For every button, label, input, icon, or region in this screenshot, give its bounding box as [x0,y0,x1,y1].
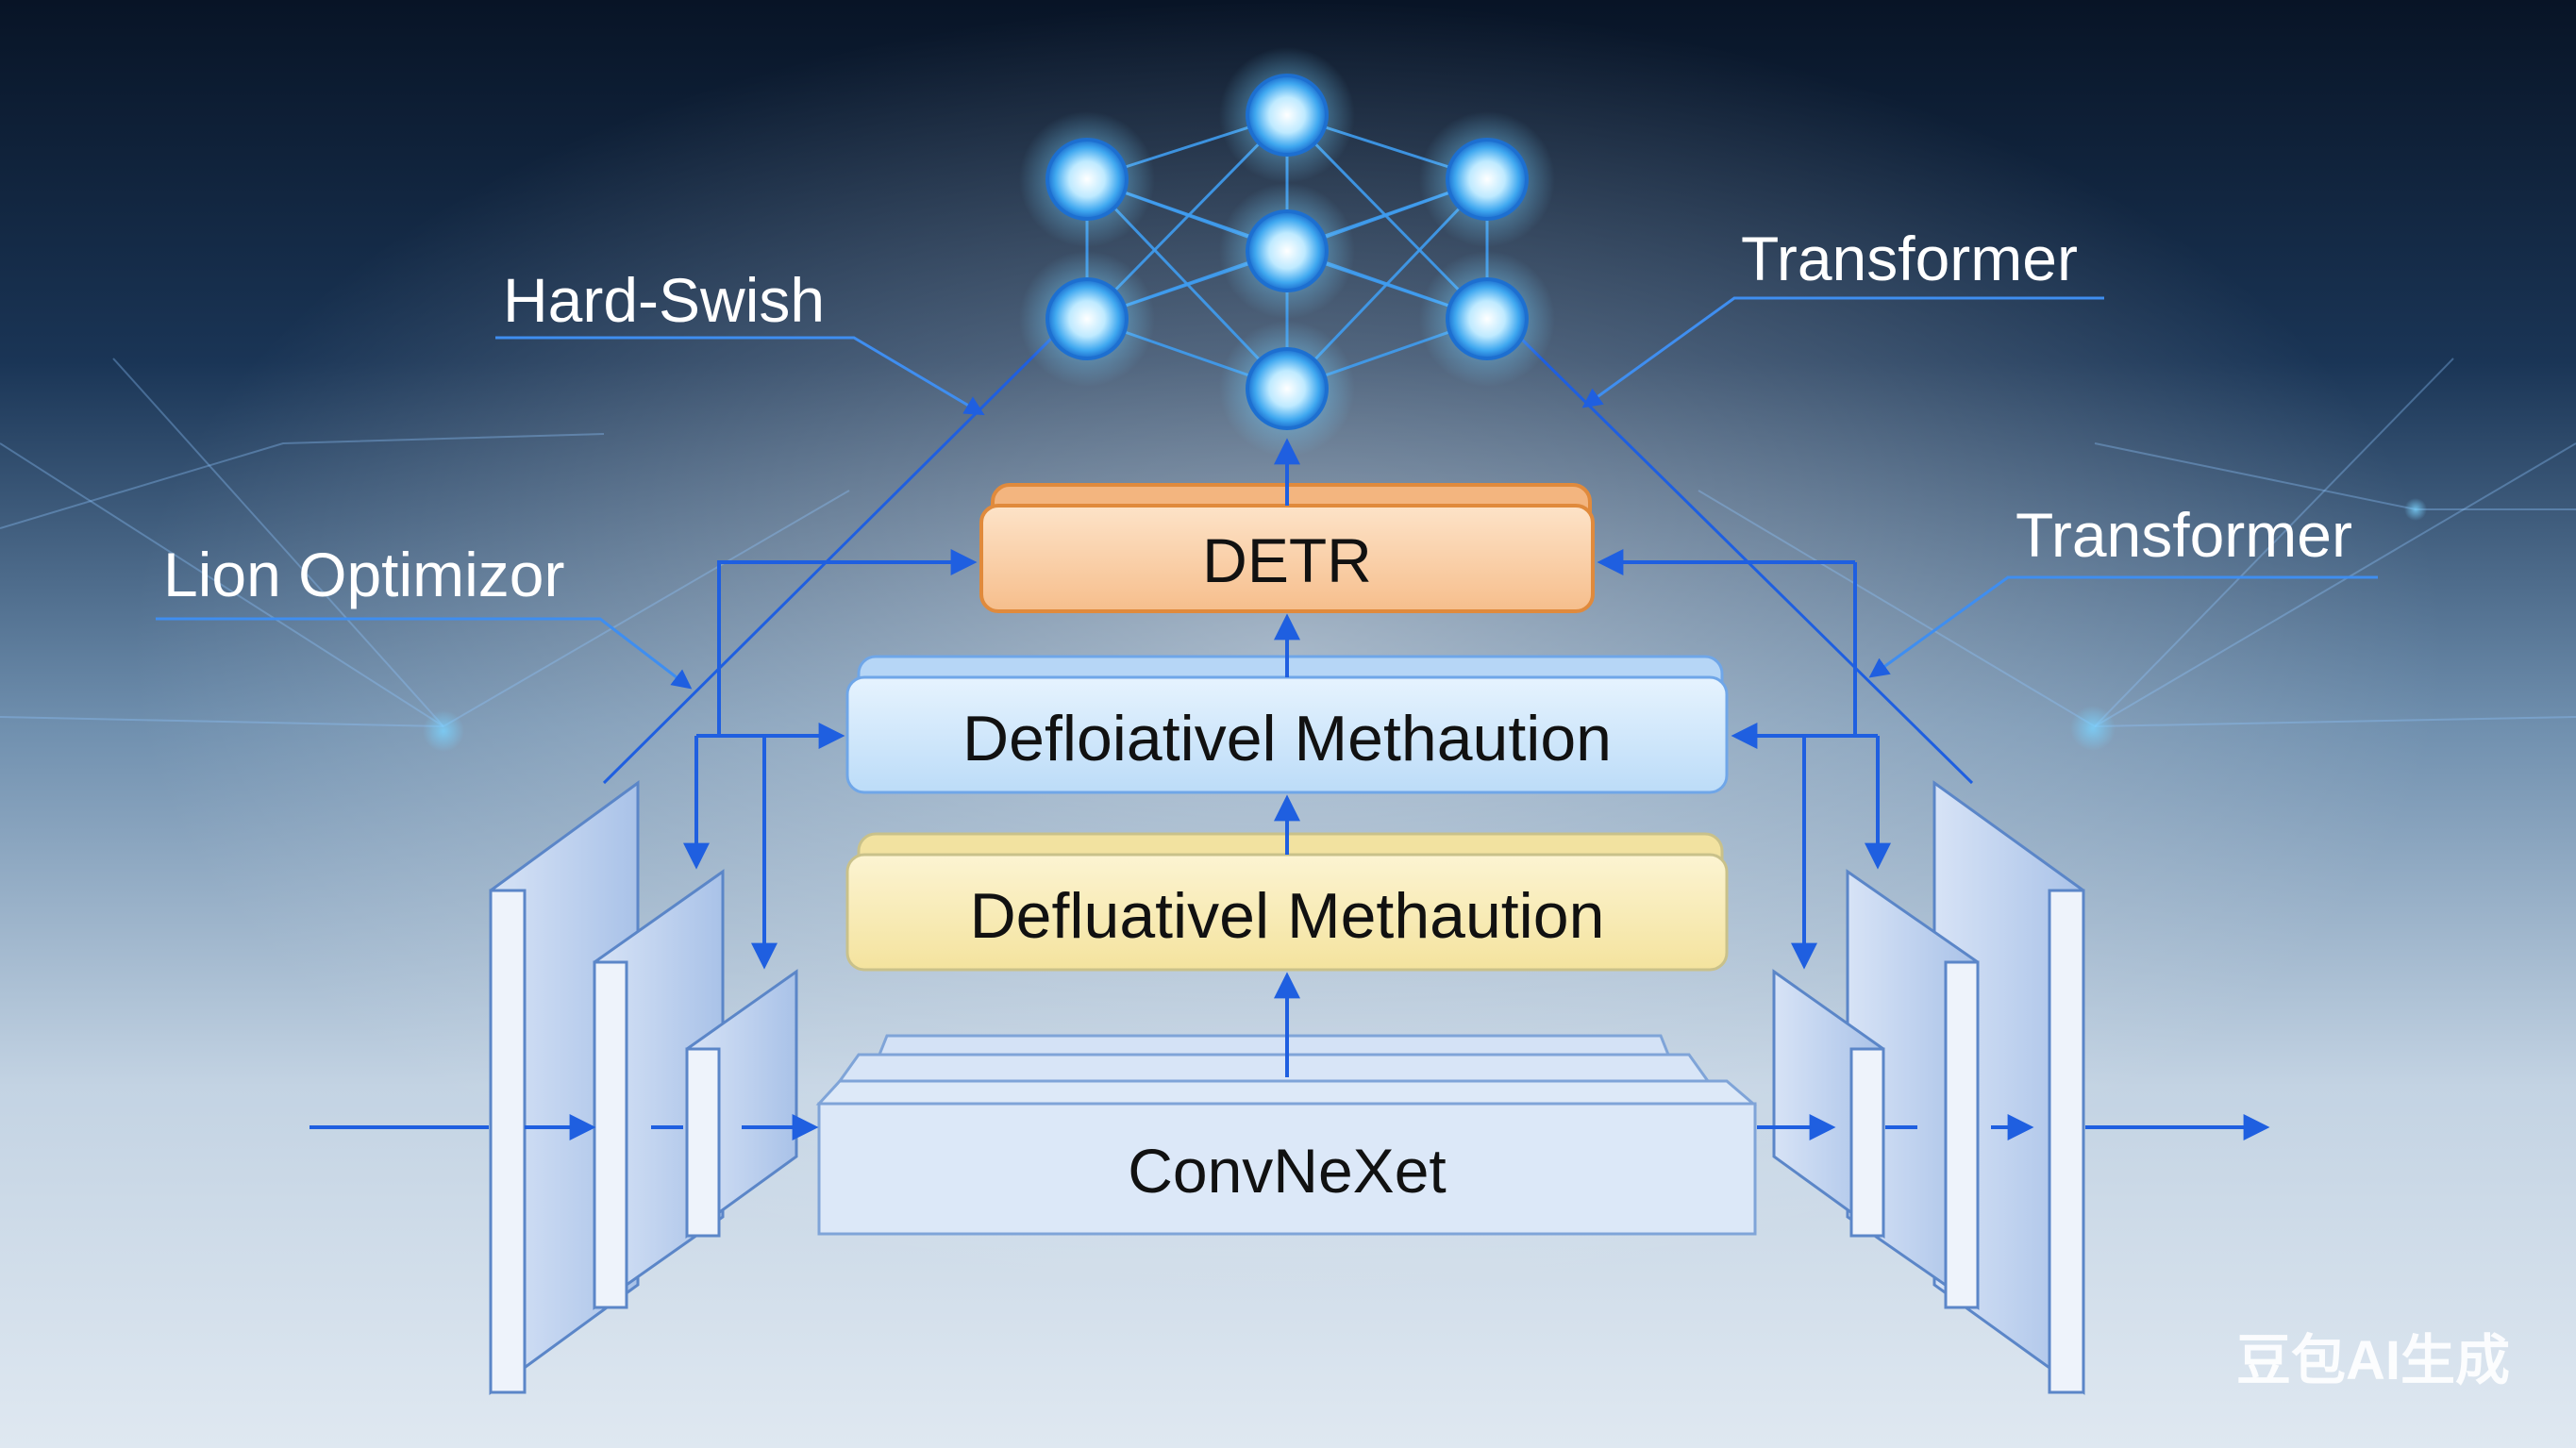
network-node [1219,321,1355,457]
network-node [1019,111,1155,247]
lower-module: Defluativel Methaution [845,832,1729,972]
lower-module-label: Defluativel Methaution [970,880,1605,952]
transformer-top-label: Transformer [1741,224,2078,293]
network-node [1419,111,1555,247]
lion-optimizer-label: Lion Optimizor [163,540,565,609]
callout-lion-optimizer: Lion Optimizor [156,540,693,690]
network-node [1019,251,1155,387]
upper-module: Defloiativel Methaution [845,655,1729,794]
callout-transformer-right: Transformer [1868,500,2378,678]
backbone-label: ConvNeXet [1128,1136,1447,1206]
detr-label: DETR [1202,525,1372,595]
network-node [1419,251,1555,387]
network-node [1219,183,1355,319]
detr-module: DETR [979,483,1595,613]
watermark: 豆包AI生成 [2236,1330,2510,1391]
hard-swish-label: Hard-Swish [503,265,825,335]
transformer-right-label: Transformer [2016,500,2352,570]
bg-glow-node-left [423,710,464,752]
callout-hard-swish: Hard-Swish [495,265,985,416]
bg-glow-node-far-right [2404,498,2427,521]
neural-network [1019,47,1555,457]
callout-transformer-top: Transformer [1581,224,2104,408]
upper-module-label: Defloiativel Methaution [962,703,1612,774]
bg-glow-node-right [2070,706,2116,751]
left-encoder-panels [489,780,798,1395]
network-node [1219,47,1355,183]
right-decoder-panels [1772,780,2085,1395]
flow-arrows [309,438,2270,1140]
backbone-module: ConvNeXet [815,1034,1758,1236]
